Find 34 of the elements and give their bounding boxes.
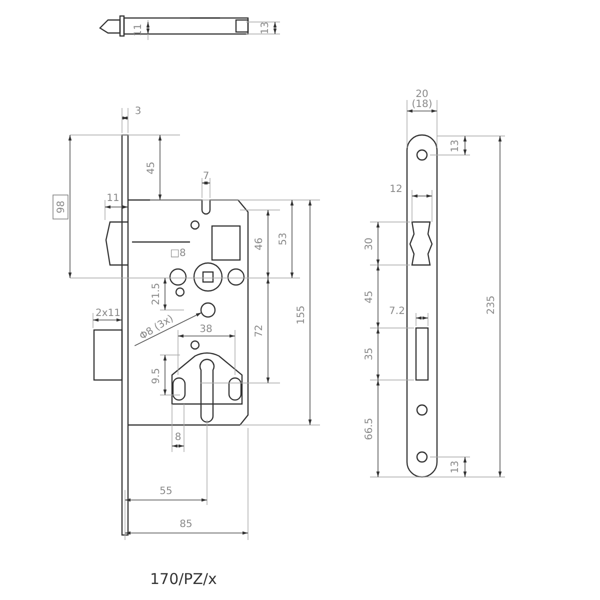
dimension-label: □8 xyxy=(170,248,186,259)
dimension-label: 2x11 xyxy=(96,308,120,319)
dimension-label: 8 xyxy=(174,432,182,443)
dimension-label: 9.5 xyxy=(151,368,162,384)
dimension-label: 30 xyxy=(364,238,375,250)
dimension-label: 46 xyxy=(254,238,265,250)
dimension-label: 45 xyxy=(364,290,375,304)
dimension-label: 45 xyxy=(146,162,157,174)
dimension-label: 13 xyxy=(260,22,271,34)
dimension-label: 11 xyxy=(133,24,144,36)
callout-label: Φ8 (3x) xyxy=(138,313,176,342)
dimension-label: 35 xyxy=(364,348,375,360)
dimension-label: 66.5 xyxy=(364,418,375,440)
dimension-label: 235 xyxy=(486,295,497,315)
dimension-label: 53 xyxy=(278,232,289,246)
dimension-label: 7 xyxy=(202,171,210,182)
dimension-label: 7.2 xyxy=(389,306,405,317)
dimension-label: 12 xyxy=(390,184,402,195)
dimension-label: 13 xyxy=(450,140,461,152)
dimension-label: 155 xyxy=(296,305,307,325)
dimension-label: 21.5 xyxy=(151,282,162,306)
dimension-label: 20 xyxy=(416,89,428,100)
dimension-label: 11 xyxy=(106,193,120,204)
dimension-label: 3 xyxy=(134,106,142,117)
screw-hole xyxy=(200,302,216,318)
model-caption: 170/PZ/x xyxy=(150,570,217,588)
boxed-dimension-label: 98 xyxy=(52,194,68,220)
dimension-label: (18) xyxy=(412,99,432,110)
dimension-label: 13 xyxy=(450,460,461,474)
dimension-label: 55 xyxy=(160,486,172,497)
dimension-label: 38 xyxy=(200,324,212,335)
dimension-label: 72 xyxy=(254,324,265,338)
leader-line xyxy=(134,312,202,346)
dimension-label: 85 xyxy=(180,519,192,530)
